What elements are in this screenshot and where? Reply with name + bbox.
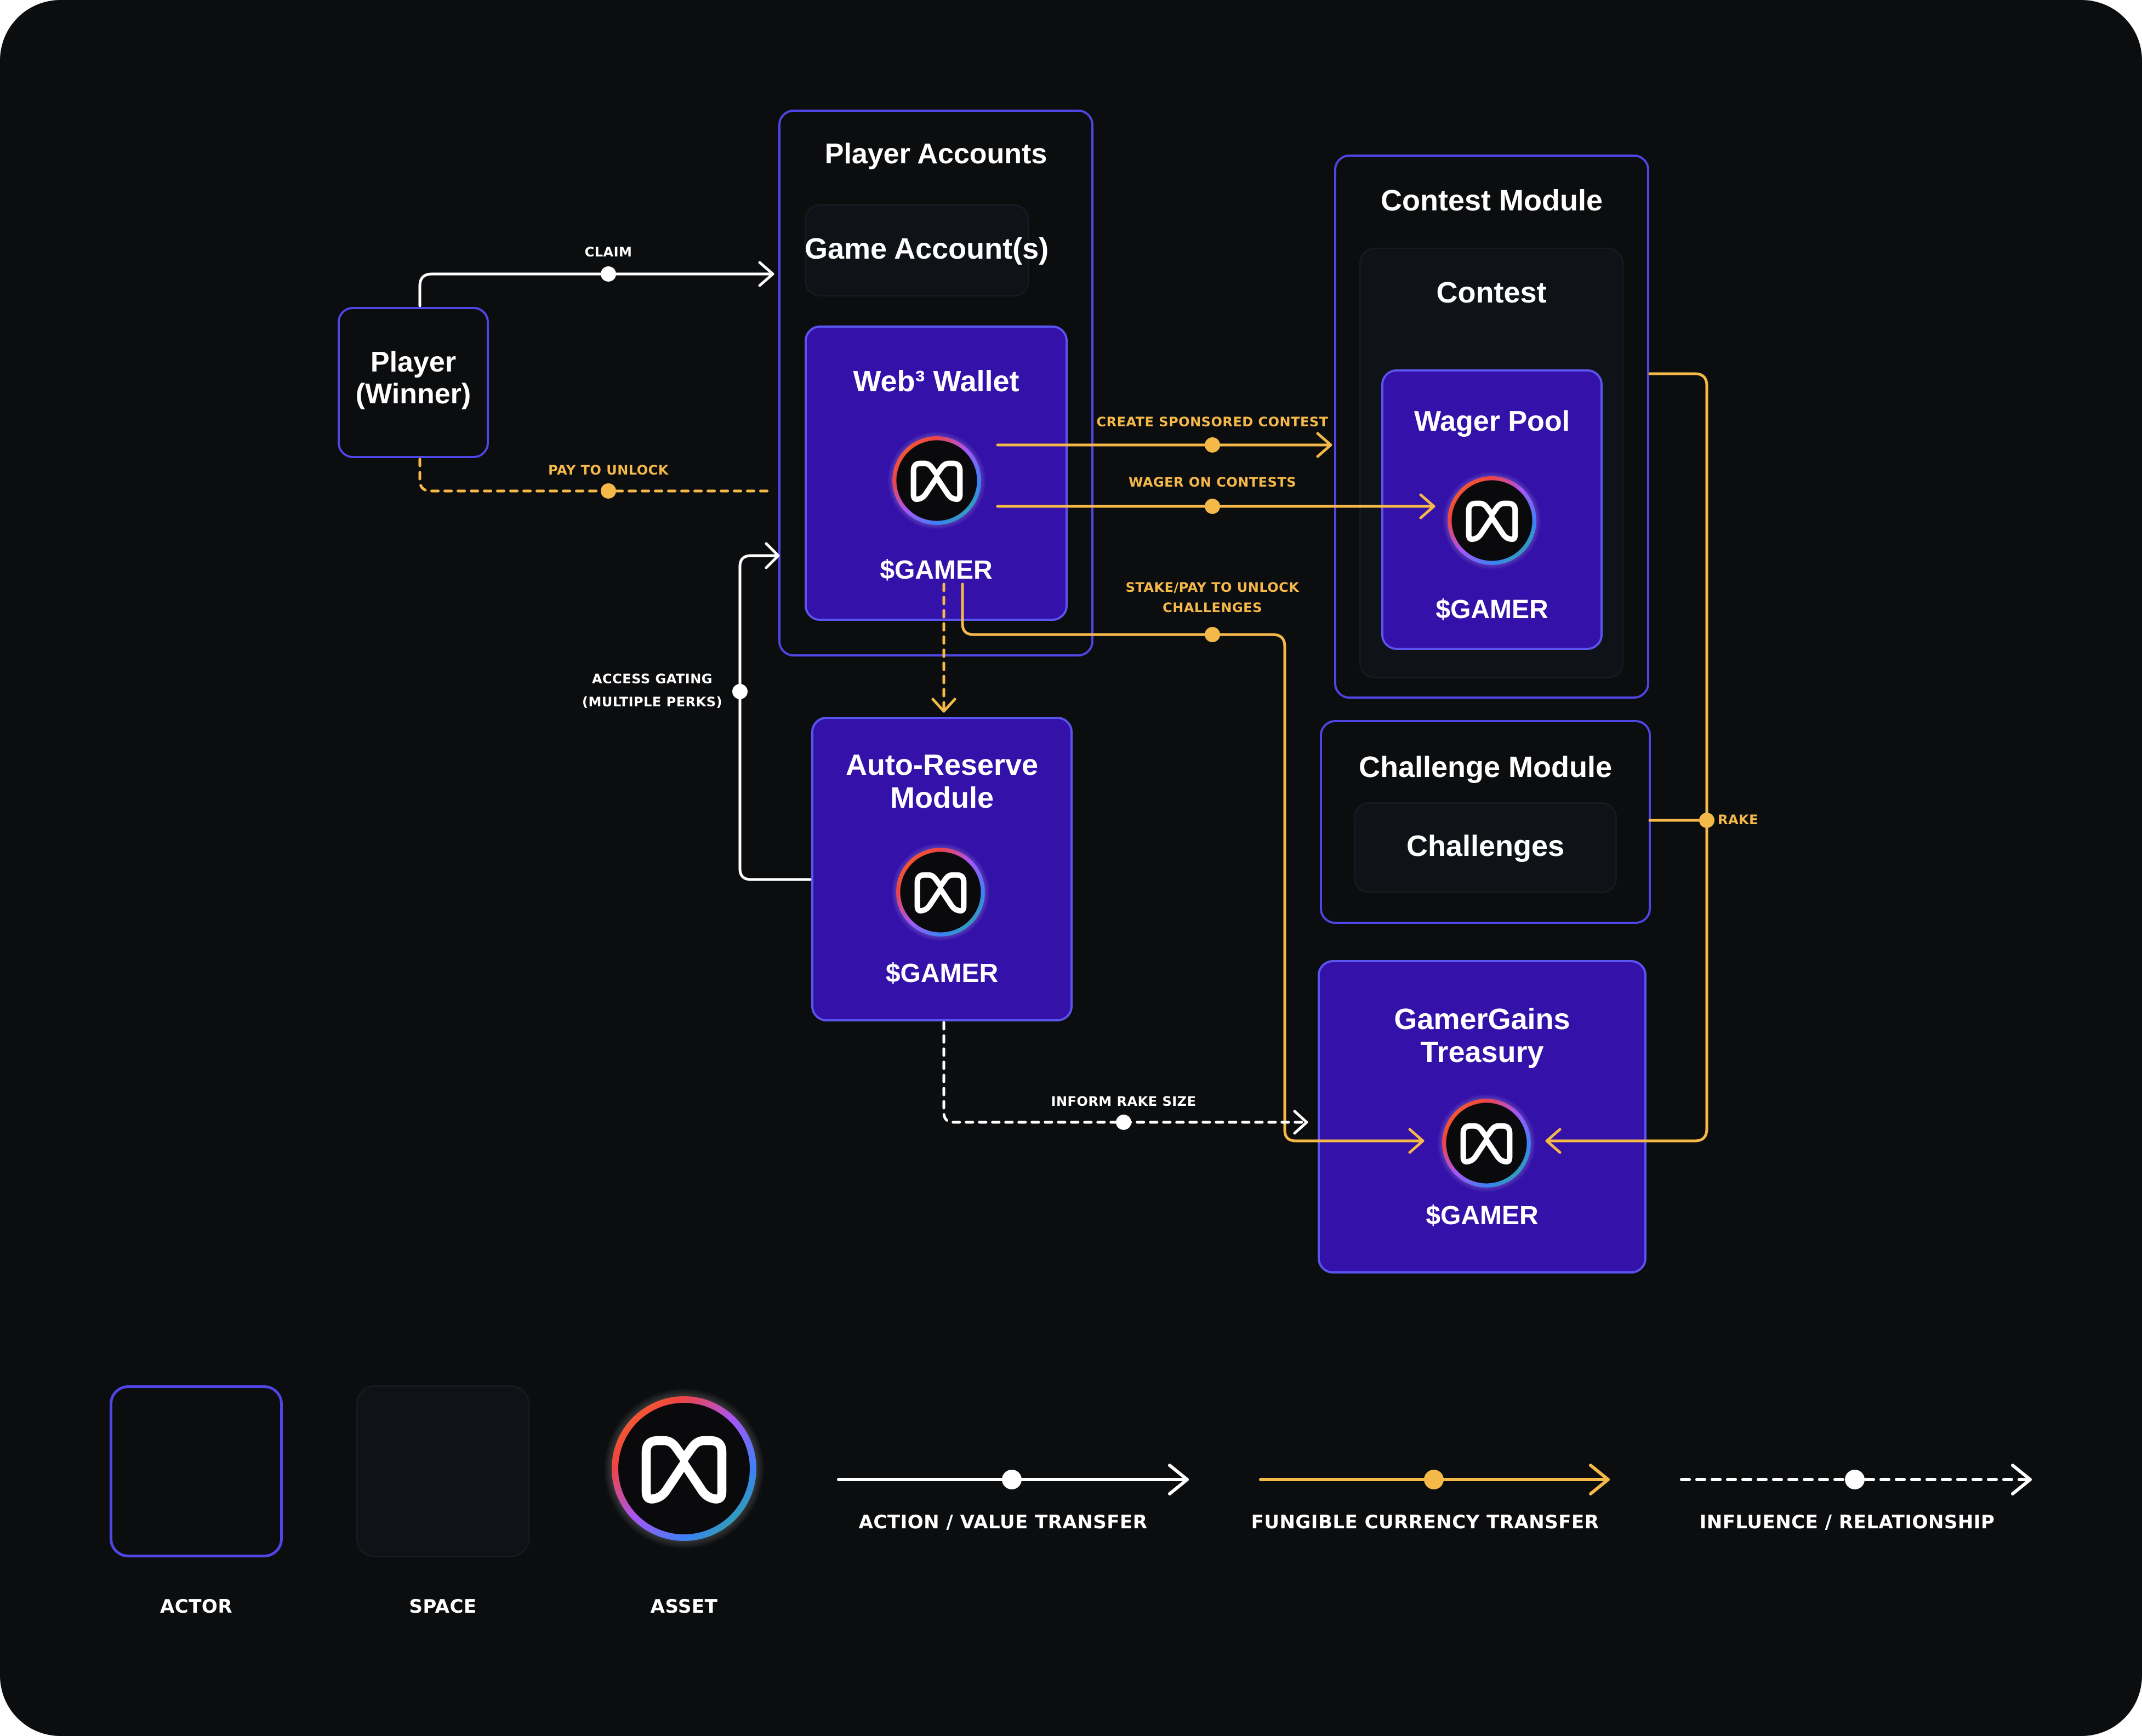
wallet-gamer-token	[886, 430, 987, 531]
wager-on-contests-dot	[1205, 499, 1220, 514]
legend-actor-swatch	[110, 1385, 283, 1557]
claim-edge	[418, 272, 773, 307]
treasury-token-label: $GAMER	[1426, 1201, 1539, 1230]
game-accounts-label: Game Account(s)	[805, 232, 1049, 265]
player-node	[338, 307, 489, 458]
treasury-title: GamerGains Treasury	[1394, 1003, 1570, 1069]
legend-space-label: SPACE	[409, 1596, 477, 1618]
challenge-module-title: Challenge Module	[1358, 751, 1613, 784]
player-label: Player (Winner)	[355, 346, 471, 410]
claim-dot	[601, 266, 616, 282]
web3-wallet-title: Web³ Wallet	[853, 365, 1019, 398]
legend-currency-dot	[1424, 1470, 1444, 1489]
legend-actor-label: ACTOR	[159, 1596, 233, 1618]
wager-pool-title: Wager Pool	[1414, 406, 1570, 437]
wallet-token-label: $GAMER	[880, 556, 993, 585]
legend-influence-dot	[1845, 1470, 1865, 1489]
pay-to-unlock-label: PAY TO UNLOCK	[548, 462, 669, 478]
gamer-logo-icon	[602, 1386, 766, 1551]
wager-pool-gamer-token	[1442, 470, 1542, 571]
legend-asset-label: ASSET	[650, 1596, 718, 1618]
legend-action-dot	[1002, 1470, 1022, 1489]
stake-pay-label: STAKE/PAY TO UNLOCK CHALLENGES	[1125, 580, 1300, 616]
legend-space-swatch	[356, 1385, 529, 1557]
rake-label: RAKE	[1718, 812, 1759, 827]
player-accounts-title: Player Accounts	[824, 138, 1047, 170]
create-sponsored-contest-dot	[1205, 437, 1220, 453]
create-sponsored-contest-label: CREATE SPONSORED CONTEST	[1096, 414, 1329, 430]
contest-module-title: Contest Module	[1381, 184, 1603, 217]
legend-currency-label: FUNGIBLE CURRENCY TRANSFER	[1251, 1511, 1599, 1533]
auto-reserve-token-label: $GAMER	[885, 959, 999, 988]
legend-influence-label: INFLUENCE / RELATIONSHIP	[1699, 1511, 1995, 1533]
inform-rake-size-dot	[1116, 1115, 1131, 1130]
wager-on-contests-label: WAGER ON CONTESTS	[1128, 475, 1297, 490]
gamer-logo-icon	[1442, 470, 1542, 571]
wager-pool-token-label: $GAMER	[1435, 595, 1548, 624]
access-gating-dot	[732, 684, 748, 699]
treasury-gamer-token	[1436, 1093, 1537, 1194]
stake-pay-dot	[1205, 627, 1220, 642]
gamer-logo-icon	[890, 842, 991, 943]
claim-label: CLAIM	[584, 244, 633, 260]
pay-to-unlock-dot	[601, 483, 616, 499]
challenges-label: Challenges	[1406, 830, 1565, 863]
gamer-logo-icon	[886, 430, 987, 531]
access-gating-label: ACCESS GATING (MULTIPLE PERKS)	[582, 671, 722, 710]
auto-reserve-title: Auto-Reserve Module	[845, 749, 1039, 815]
legend-action-label: ACTION / VALUE TRANSFER	[858, 1511, 1148, 1533]
contest-label: Contest	[1436, 276, 1547, 309]
inform-rake-size-label: INFORM RAKE SIZE	[1051, 1094, 1197, 1109]
legend-asset-token	[602, 1386, 766, 1551]
game-accounts-space	[805, 204, 1029, 296]
auto-reserve-gamer-token	[890, 842, 991, 943]
gamer-logo-icon	[1436, 1093, 1537, 1194]
rake-dot	[1699, 813, 1714, 828]
